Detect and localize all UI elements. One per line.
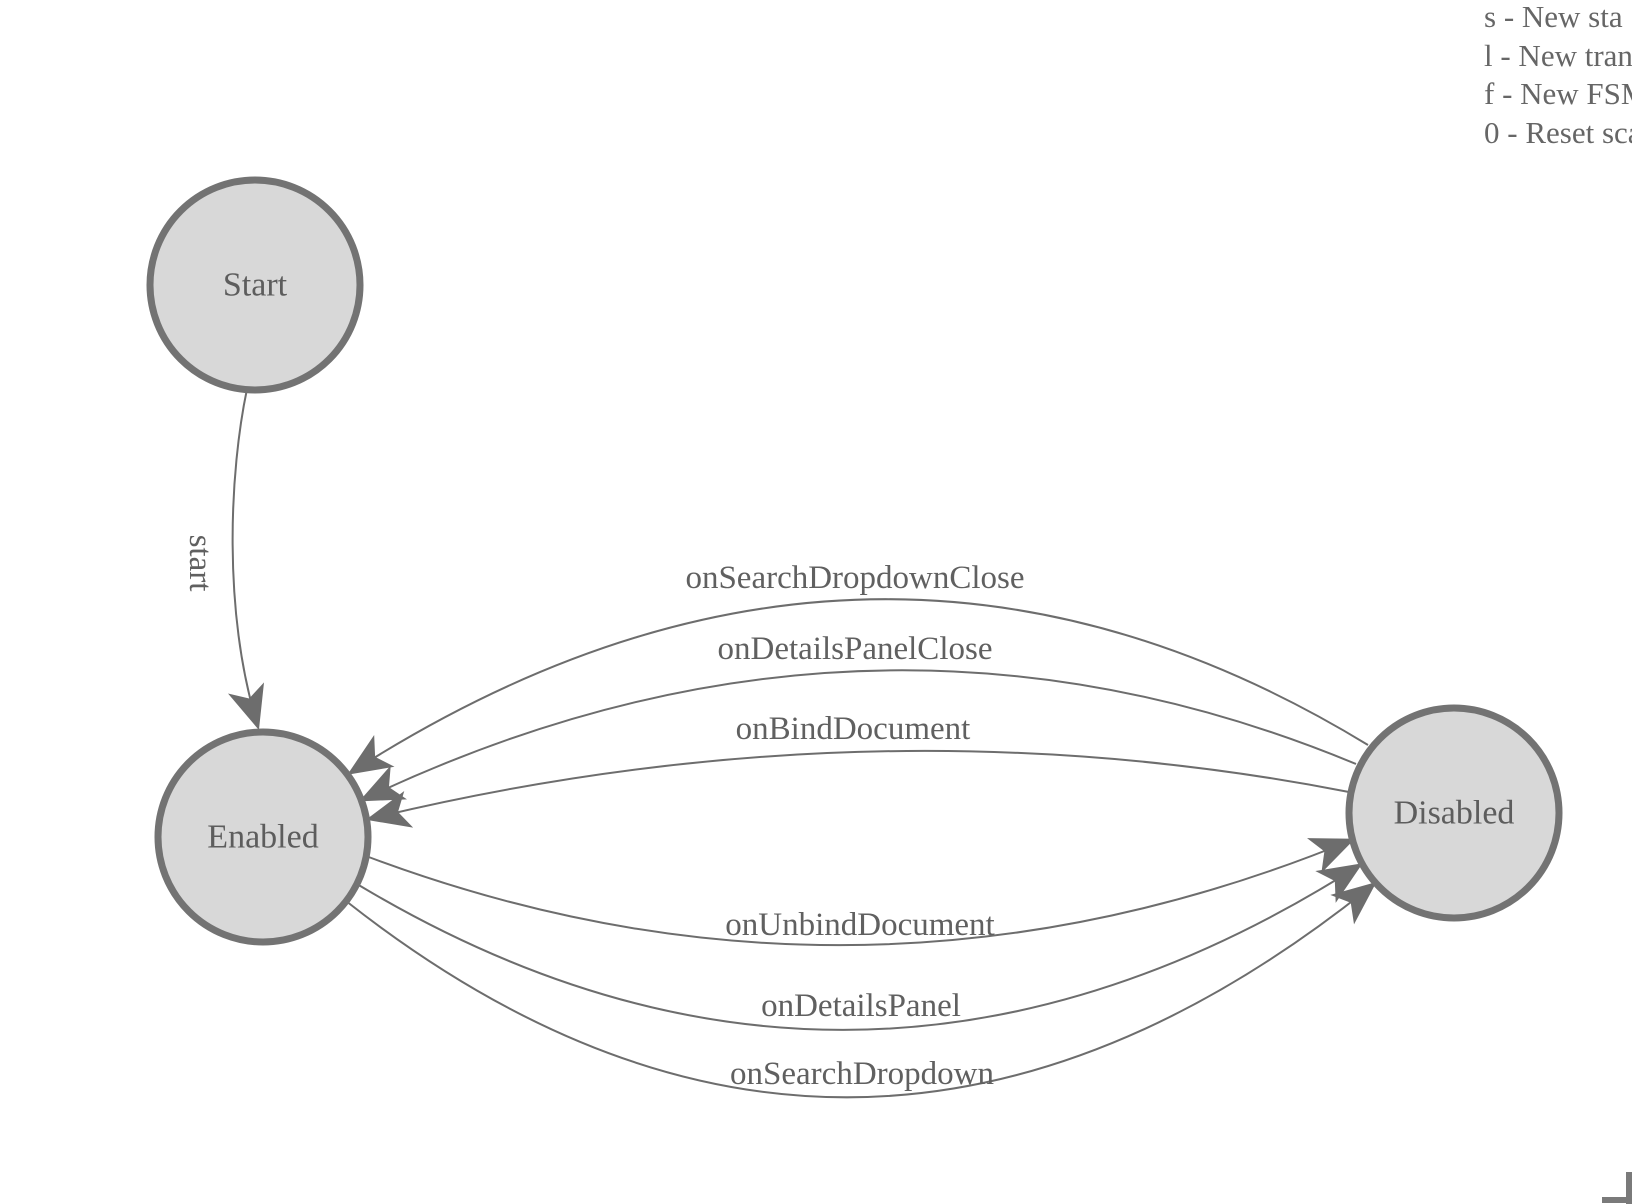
edge-onbinddocument[interactable] xyxy=(365,749,1350,828)
edge-label-onsearchdropdown: onSearchDropdown xyxy=(730,1056,994,1092)
edge-ondetailspanelclose[interactable] xyxy=(359,669,1357,802)
legend-line-new-state: s - New sta xyxy=(1484,0,1623,34)
edge-label-start: start xyxy=(182,535,218,592)
legend-line-reset-scale: 0 - Reset sca xyxy=(1484,114,1632,150)
edge-onunbinddocument[interactable] xyxy=(365,838,1355,947)
state-enabled-circle[interactable] xyxy=(154,728,372,946)
corner-vertical-bar xyxy=(1626,1172,1632,1204)
state-enabled[interactable]: Enabled xyxy=(154,728,372,946)
state-disabled-label: Disabled xyxy=(1394,795,1515,832)
paper-corner-mark xyxy=(1602,1172,1632,1204)
state-enabled-label: Enabled xyxy=(207,819,318,856)
state-disabled[interactable]: Disabled xyxy=(1345,704,1563,922)
edge-ondetailspanel[interactable] xyxy=(356,863,1363,1031)
corner-horizontal-bar xyxy=(1602,1197,1632,1203)
edge-start-to-enabled[interactable] xyxy=(227,388,265,731)
edge-label-onunbinddocument: onUnbindDocument xyxy=(725,907,994,943)
edge-onsearchdropdown[interactable] xyxy=(345,882,1377,1099)
edge-label-onbinddocument: onBindDocument xyxy=(736,711,971,747)
state-start[interactable]: Start xyxy=(146,176,364,394)
edge-label-ondetailspanelclose: onDetailsPanelClose xyxy=(718,631,993,667)
state-start-circle[interactable] xyxy=(146,176,364,394)
legend-line-new-fsm: f - New FSM xyxy=(1484,76,1632,112)
edge-label-onsearchdropdownclose: onSearchDropdownClose xyxy=(685,560,1024,596)
legend: s - New sta l - New tran f - New FSM 0 -… xyxy=(1484,0,1632,152)
legend-line-new-transition: l - New tran xyxy=(1484,37,1632,73)
state-disabled-circle[interactable] xyxy=(1345,704,1563,922)
state-start-label: Start xyxy=(223,267,288,304)
edge-onsearchdropdownclose[interactable] xyxy=(347,598,1369,775)
edge-label-ondetailspanel: onDetailsPanel xyxy=(761,988,961,1024)
